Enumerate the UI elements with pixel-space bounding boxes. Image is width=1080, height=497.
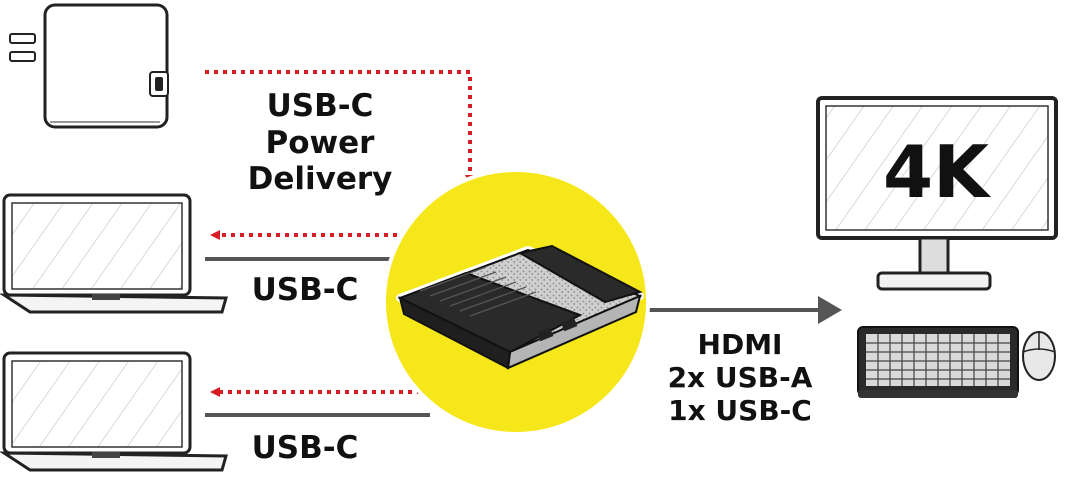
keyboard-icon — [857, 326, 1019, 398]
laptop2-connection-label: USB-C — [251, 430, 359, 466]
output-line-hdmi: HDMI — [697, 328, 783, 361]
monitor-resolution-label: 4K — [883, 130, 991, 214]
laptop-icon-bottom — [0, 351, 228, 472]
power-adapter-icon — [9, 3, 169, 129]
output-line-usba: 2x USB-A — [667, 361, 813, 395]
power-delivery-line2: Power Delivery — [247, 124, 393, 198]
output-line-usbc: 1x USB-C — [668, 394, 812, 428]
laptop1-connection-label: USB-C — [251, 272, 359, 308]
hdmi-arrowhead — [818, 296, 842, 324]
power-delivery-label: USB-C Power Delivery — [190, 88, 450, 198]
docking-station-icon — [396, 244, 644, 370]
mouse-icon — [1022, 331, 1056, 381]
power-delivery-line1: USB-C — [266, 88, 374, 124]
laptop-icon-top — [0, 193, 228, 314]
monitor-icon: 4K — [816, 96, 1058, 291]
output-ports-label: HDMI 2x USB-A 1x USB-C — [655, 328, 825, 427]
power-delivery-arrow — [205, 70, 475, 185]
